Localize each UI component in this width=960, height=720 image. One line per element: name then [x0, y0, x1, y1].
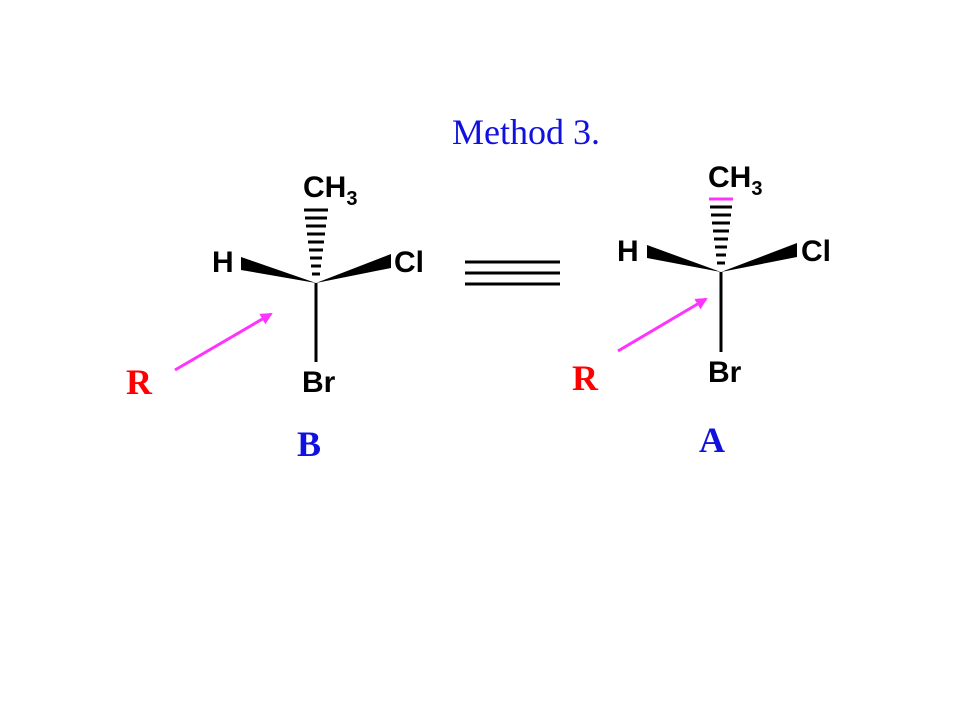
atom-h-a: H: [617, 235, 639, 268]
attack-arrow-a: [617, 297, 708, 353]
reagent-r-a: R: [572, 358, 599, 398]
atom-br-a: Br: [708, 356, 742, 389]
reagent-r-b: R: [126, 362, 153, 402]
solid-wedge-bond-h: [647, 245, 721, 272]
atom-cl-a: Cl: [801, 235, 831, 268]
molecule-label-b: B: [297, 424, 321, 464]
molecule-b: CH3 H Cl Br R B: [126, 171, 424, 464]
hashed-wedge-bond-ch3: [304, 208, 328, 276]
molecule-a: CH3 H Cl Br R A: [572, 161, 831, 460]
solid-wedge-bond-h: [241, 257, 316, 283]
page-title: Method 3.: [452, 112, 600, 152]
equivalence-symbol: [465, 260, 560, 286]
atom-cl-b: Cl: [394, 246, 424, 279]
atom-ch3-b: CH3: [303, 171, 357, 210]
attack-arrow-b: [174, 312, 273, 372]
solid-wedge-bond-cl: [316, 254, 391, 283]
atom-h-b: H: [212, 246, 234, 279]
hashed-wedge-bond-ch3: [710, 205, 732, 265]
solid-wedge-bond-cl: [721, 243, 797, 272]
atom-br-b: Br: [302, 366, 336, 399]
atom-ch3-a: CH3: [708, 161, 762, 200]
molecule-label-a: A: [699, 420, 725, 460]
